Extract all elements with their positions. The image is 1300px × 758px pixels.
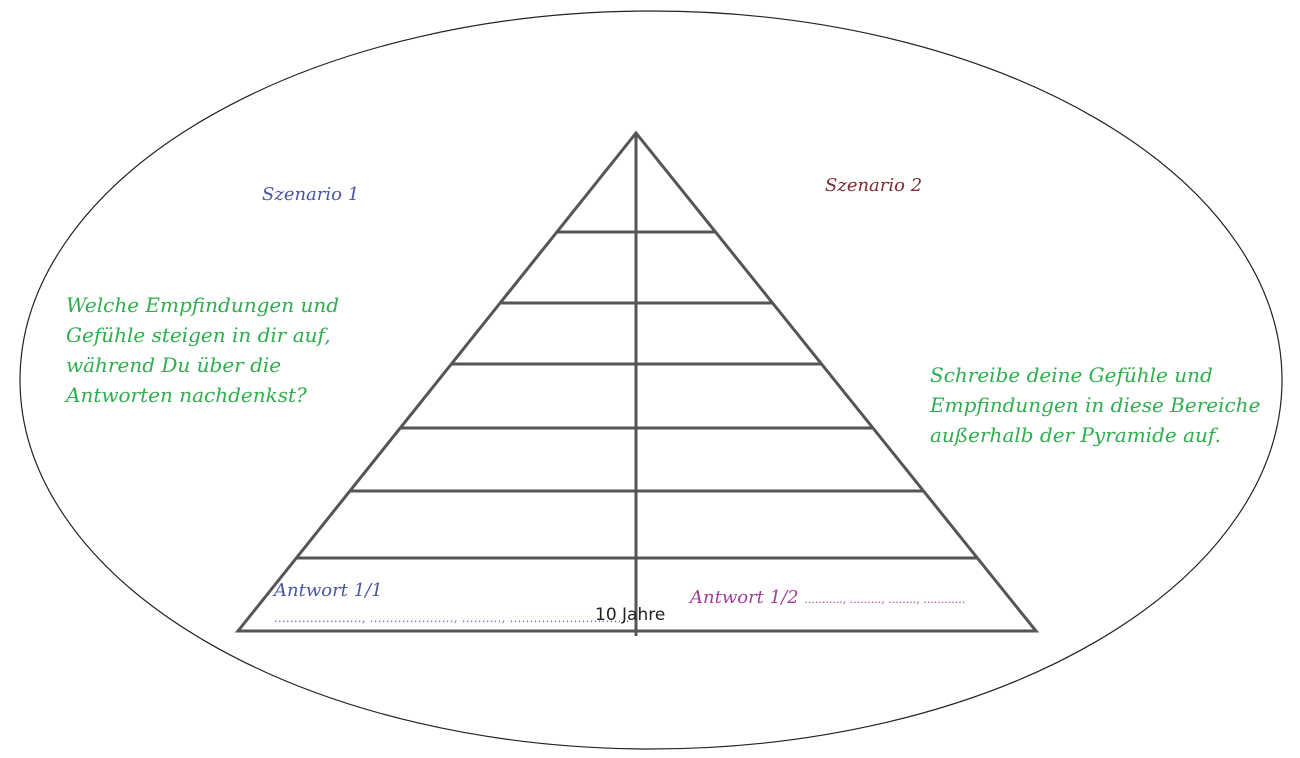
prompt-right-instruction: Schreibe deine Gefühle und Empfindungen …	[930, 363, 1261, 447]
outer-ellipse	[19, 10, 1283, 750]
scenario-2-label: Szenario 2	[825, 175, 923, 196]
answer-1-placeholder: ......................, ................…	[274, 612, 630, 625]
base-time-label: 10 Jahre	[595, 605, 666, 625]
pyramid-levels	[296, 230, 978, 560]
prompt-left-question: Welche Empfindungen und Gefühle steigen …	[66, 293, 340, 407]
answer-2-label: Antwort 1/2	[690, 587, 799, 608]
answer-2-row: Antwort 1/2 ..........., ........., ....…	[690, 587, 965, 608]
answer-2-placeholder: ..........., ........., ........, ......…	[804, 593, 966, 606]
scenario-1-label: Szenario 1	[262, 184, 360, 205]
answer-1-label: Antwort 1/1	[274, 580, 383, 601]
